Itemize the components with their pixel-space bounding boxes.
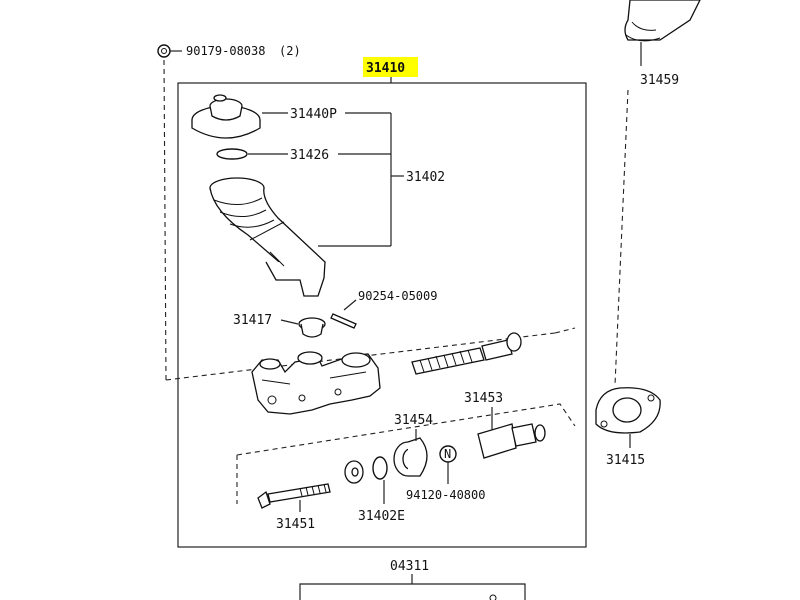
bolt-dashed-guide	[163, 59, 167, 381]
callout-oring: 31426	[290, 148, 329, 163]
callout-nut-n: 94120-40800	[406, 488, 485, 502]
grommet-part	[298, 317, 326, 338]
bracket-dashed-guide	[614, 89, 629, 386]
pin-part	[330, 313, 357, 329]
callout-pin: 90254-05009	[358, 289, 437, 303]
assembly-frame	[177, 82, 587, 548]
gasket-part	[595, 387, 661, 434]
mounting-dashed-line	[165, 332, 556, 381]
callout-boot: 31440P	[290, 107, 337, 122]
spring-rod-part	[411, 332, 522, 375]
callout-piston: 31453	[464, 391, 503, 406]
bolt-top-part	[157, 44, 171, 58]
callout-seal: 31454	[394, 413, 433, 428]
bottom-frame	[299, 583, 526, 600]
callout-kit-e: 31402E	[358, 509, 405, 524]
reservoir-part	[209, 177, 327, 297]
snap-ring-part	[372, 456, 388, 480]
callout-bolt-top: 90179-08038	[186, 44, 265, 58]
callout-bracket-top: 31459	[640, 73, 679, 88]
washer-part	[344, 460, 364, 484]
callout-grommet: 31417	[233, 313, 272, 328]
n-marker-label: N	[444, 447, 451, 461]
oring-part	[216, 148, 248, 160]
boot-part	[191, 94, 261, 139]
callout-bottom: 04311	[390, 559, 429, 574]
cylinder-body-part	[251, 351, 381, 415]
piston-part	[477, 423, 546, 459]
callout-gasket: 31415	[606, 453, 645, 468]
seal-part	[393, 437, 428, 477]
callout-push-rod: 31451	[276, 517, 315, 532]
callout-reservoir-kit: 31402	[406, 170, 445, 185]
push-rod-part	[257, 483, 331, 509]
bracket-top-part	[624, 0, 701, 42]
assembly-highlight	[363, 57, 418, 77]
callout-assembly: 31410	[366, 61, 405, 76]
callout-bolt-top-qty: (2)	[279, 44, 301, 58]
